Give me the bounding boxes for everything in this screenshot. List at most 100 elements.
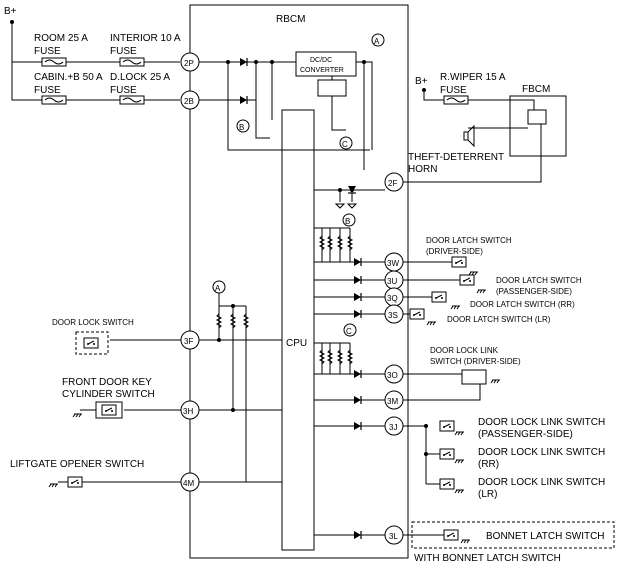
switch-icon (443, 529, 459, 541)
fuse-interior-label-2: FUSE (110, 46, 137, 57)
svg-text:3U: 3U (387, 277, 397, 286)
svg-text:3O: 3O (387, 371, 398, 380)
dcdc-converter (295, 51, 357, 77)
dcdc-label-2: CONVERTER (300, 67, 344, 74)
svg-text:2F: 2F (388, 179, 397, 188)
link-rr-label: DOOR LOCK LINK SWITCH (478, 447, 605, 458)
ref-a-top (371, 33, 385, 47)
diode-icon (353, 257, 362, 267)
svg-text:A: A (374, 37, 380, 46)
front-key-label-2: CYLINDER SWITCH (62, 389, 155, 400)
diode-icon (353, 369, 362, 379)
link-passenger-label: DOOR LOCK LINK SWITCH (478, 417, 605, 428)
front-key-label: FRONT DOOR KEY (62, 377, 152, 388)
fuse-interior-icon (119, 57, 145, 67)
rbcm-box (189, 4, 409, 559)
svg-text:3F: 3F (184, 337, 193, 346)
link-driver-switch (461, 369, 487, 385)
svg-text:A: A (215, 284, 221, 293)
svg-text:3H: 3H (183, 407, 193, 416)
bonnet-note-label: WITH BONNET LATCH SWITCH (414, 553, 561, 564)
fbcm-relay (527, 109, 547, 125)
diode-icon (353, 292, 362, 302)
switch-icon (451, 256, 467, 268)
rbcm-label: RBCM (276, 14, 305, 25)
fuse-dlock-icon (119, 95, 145, 105)
latch-driver-label: DOOR LATCH SWITCH (426, 236, 512, 245)
horn-label-2: HORN (408, 164, 437, 175)
diode-icon (239, 95, 248, 105)
svg-text:3L: 3L (389, 532, 398, 541)
svg-text:3Q: 3Q (387, 294, 398, 303)
fuse-rwiper-label-2: FUSE (440, 85, 467, 96)
regulator-box (317, 79, 347, 97)
terminal-2f (384, 172, 404, 192)
svg-text:3M: 3M (387, 397, 398, 406)
switch-icon (101, 404, 117, 416)
ref-c-top (339, 136, 353, 150)
svg-text:C: C (346, 327, 352, 336)
svg-text:3S: 3S (388, 311, 398, 320)
switch-icon (409, 308, 425, 320)
fuse-rwiper-icon (443, 95, 469, 105)
switch-icon (439, 448, 455, 460)
fuse-rwiper-label: R.WIPER 15 A (440, 72, 506, 83)
switch-icon (439, 420, 455, 432)
fuse-room-label: ROOM 25 A (34, 33, 88, 44)
switch-icon (431, 291, 447, 303)
diode-icon (353, 309, 362, 319)
link-lr-label-2: (LR) (478, 489, 497, 500)
svg-text:4M: 4M (183, 479, 194, 488)
fbcm-box (509, 95, 567, 157)
fuse-room-icon (41, 57, 67, 67)
fuse-cabin-icon (41, 95, 67, 105)
diode-icon (239, 57, 248, 67)
fuse-cabin-label: CABIN.+B 50 A (34, 72, 103, 83)
latch-passenger-label-2: (PASSENGER-SIDE) (496, 287, 572, 296)
link-lr-label: DOOR LOCK LINK SWITCH (478, 477, 605, 488)
fuse-interior-label: INTERIOR 10 A (110, 33, 181, 44)
link-driver-label-2: SWITCH (DRIVER-SIDE) (430, 357, 521, 366)
link-passenger-label-2: (PASSENGER-SIDE) (478, 429, 573, 440)
diode-icon (353, 530, 362, 540)
svg-text:2P: 2P (184, 59, 194, 68)
ref-b-mid (342, 213, 356, 227)
cpu-box (281, 109, 315, 551)
horn-label: THEFT-DETERRENT (408, 152, 504, 163)
fuse-dlock-label-2: FUSE (110, 85, 137, 96)
latch-passenger-label: DOOR LATCH SWITCH (496, 276, 582, 285)
fuse-room-label-2: FUSE (34, 46, 61, 57)
supply-b-plus-right: B+ (415, 76, 428, 87)
svg-text:B: B (345, 217, 350, 226)
svg-text:3J: 3J (389, 423, 397, 432)
link-driver-label: DOOR LOCK LINK (430, 346, 499, 355)
cpu-label: CPU (286, 338, 307, 349)
supply-b-plus: B+ (4, 6, 17, 17)
switch-icon (83, 337, 99, 349)
liftgate-label: LIFTGATE OPENER SWITCH (10, 459, 144, 470)
switch-icon (439, 478, 455, 490)
link-rr-label-2: (RR) (478, 459, 499, 470)
ref-c-mid (343, 323, 357, 337)
diode-icon (353, 421, 362, 431)
svg-text:3W: 3W (387, 259, 399, 268)
switch-icon (459, 274, 475, 286)
ref-b-top (236, 119, 250, 133)
fuse-cabin-label-2: FUSE (34, 85, 61, 96)
horn-icon (463, 131, 469, 141)
svg-text:2B: 2B (184, 97, 194, 106)
bonnet-latch-label: BONNET LATCH SWITCH (486, 531, 605, 542)
diode-icon (353, 275, 362, 285)
svg-text:B: B (239, 123, 244, 132)
fbcm-label: FBCM (522, 84, 550, 95)
svg-text:C: C (342, 140, 348, 149)
latch-driver-label-2: (DRIVER-SIDE) (426, 247, 483, 256)
dcdc-label-1: DC/DC (310, 57, 332, 64)
latch-rr-label: DOOR LATCH SWITCH (RR) (470, 300, 575, 309)
door-lock-switch-label: DOOR LOCK SWITCH (52, 318, 134, 327)
door-lock-switch (75, 331, 109, 355)
fuse-dlock-label: D.LOCK 25 A (110, 72, 170, 83)
diode-icon (353, 395, 362, 405)
latch-lr-label: DOOR LATCH SWITCH (LR) (447, 315, 551, 324)
